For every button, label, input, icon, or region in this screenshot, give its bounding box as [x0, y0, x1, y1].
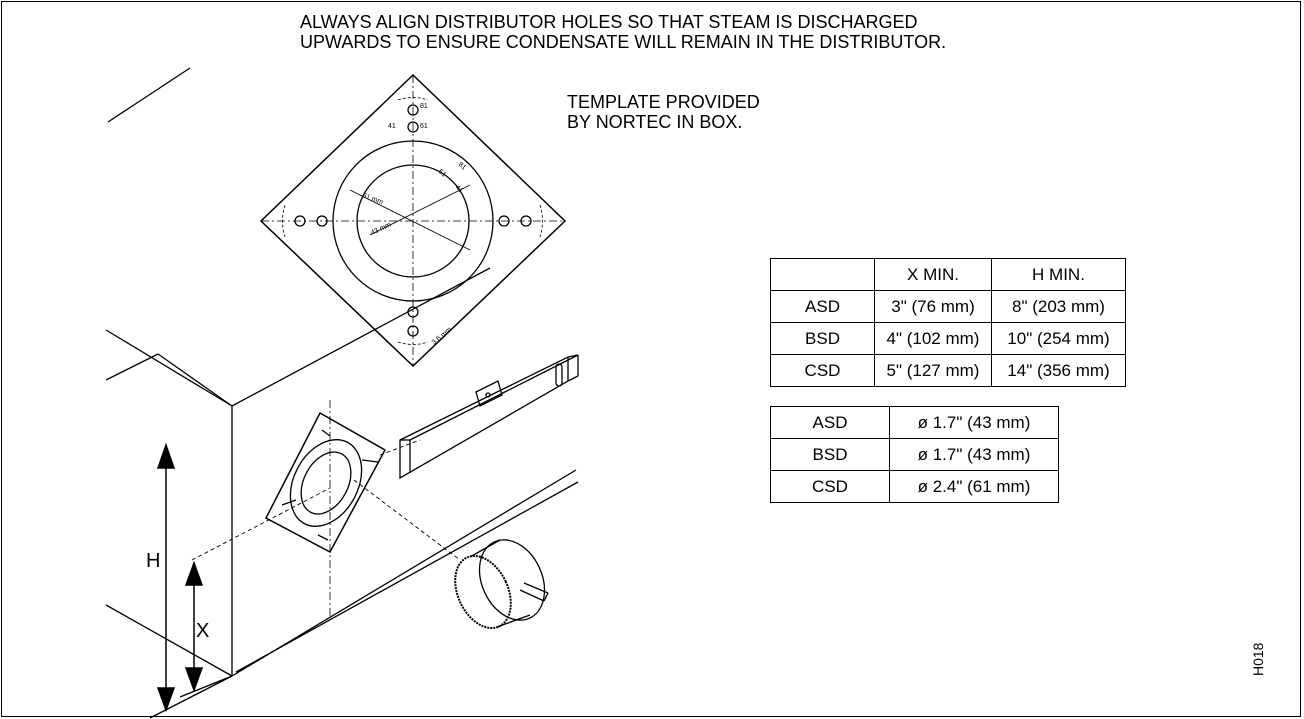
duct-outline — [105, 67, 579, 677]
template-note: TEMPLATE PROVIDED BY NORTEC IN BOX. — [567, 92, 760, 132]
table-header-cell: H MIN. — [991, 258, 1126, 291]
table-row: CSD 5" (127 mm) 14" (356 mm) — [770, 354, 1126, 387]
header-note: ALWAYS ALIGN DISTRIBUTOR HOLES SO THAT S… — [300, 12, 946, 52]
table-cell: BSD — [770, 438, 890, 471]
template-flat — [259, 73, 567, 368]
min-dimension-table: X MIN. H MIN. ASD 3" (76 mm) 8" (203 mm)… — [770, 258, 1126, 387]
dim-label-h: H — [146, 550, 161, 572]
table-cell: 10" (254 mm) — [991, 322, 1126, 355]
table-cell: 14" (356 mm) — [991, 354, 1126, 387]
table-cell: 4" (102 mm) — [874, 322, 992, 355]
dim-81-top: 81 — [420, 103, 428, 110]
template-note-line-2: BY NORTEC IN BOX. — [567, 112, 743, 132]
table-row: CSD ø 2.4" (61 mm) — [770, 470, 1059, 503]
table-cell: ASD — [770, 406, 890, 439]
template-note-line-1: TEMPLATE PROVIDED — [567, 92, 760, 112]
table-cell: ø 1.7" (43 mm) — [889, 406, 1059, 439]
hole-saw — [454, 539, 549, 630]
template-dim-labels: 81 41 61 81 61 41 61 mm 43 mm 3.6 mm — [361, 103, 467, 347]
dim-61-mm: 61 mm — [361, 192, 384, 206]
table-header-cell — [770, 258, 875, 291]
header-line-1: ALWAYS ALIGN DISTRIBUTOR HOLES SO THAT S… — [300, 12, 918, 32]
dim-41-diag: 41 — [454, 184, 465, 194]
dim-61-diag: 61 — [437, 168, 448, 178]
table-row: BSD ø 1.7" (43 mm) — [770, 438, 1059, 471]
table-cell: ASD — [770, 290, 875, 323]
table-row: BSD 4" (102 mm) 10" (254 mm) — [770, 322, 1126, 355]
level-tool — [399, 354, 579, 480]
diameter-table: ASD ø 1.7" (43 mm) BSD ø 1.7" (43 mm) CS… — [770, 406, 1059, 503]
table-row: ASD ø 1.7" (43 mm) — [770, 406, 1059, 439]
drawing-code: H018 — [1250, 642, 1266, 676]
dim-41: 41 — [388, 123, 396, 130]
table-cell: ø 2.4" (61 mm) — [889, 470, 1059, 503]
table-cell: ø 1.7" (43 mm) — [889, 438, 1059, 471]
dim-3-6-mm: 3.6 mm — [431, 326, 454, 346]
template-on-duct — [264, 400, 387, 620]
table-cell: 5" (127 mm) — [874, 354, 992, 387]
table-cell: 3" (76 mm) — [874, 290, 992, 323]
table-row: ASD 3" (76 mm) 8" (203 mm) — [770, 290, 1126, 323]
table-cell: 8" (203 mm) — [991, 290, 1126, 323]
table-cell: BSD — [770, 322, 875, 355]
dimension-arrows — [149, 442, 233, 719]
dim-81-diag: 81 — [457, 161, 468, 171]
table-cell: CSD — [770, 470, 890, 503]
dim-label-x: X — [196, 620, 210, 642]
dim-61-top: 61 — [420, 123, 428, 130]
dim-43-mm: 43 mm — [370, 221, 393, 236]
table-header-cell: X MIN. — [874, 258, 992, 291]
table-cell: CSD — [770, 354, 875, 387]
table-row: X MIN. H MIN. — [770, 258, 1126, 291]
header-line-2: UPWARDS TO ENSURE CONDENSATE WILL REMAIN… — [300, 32, 947, 52]
